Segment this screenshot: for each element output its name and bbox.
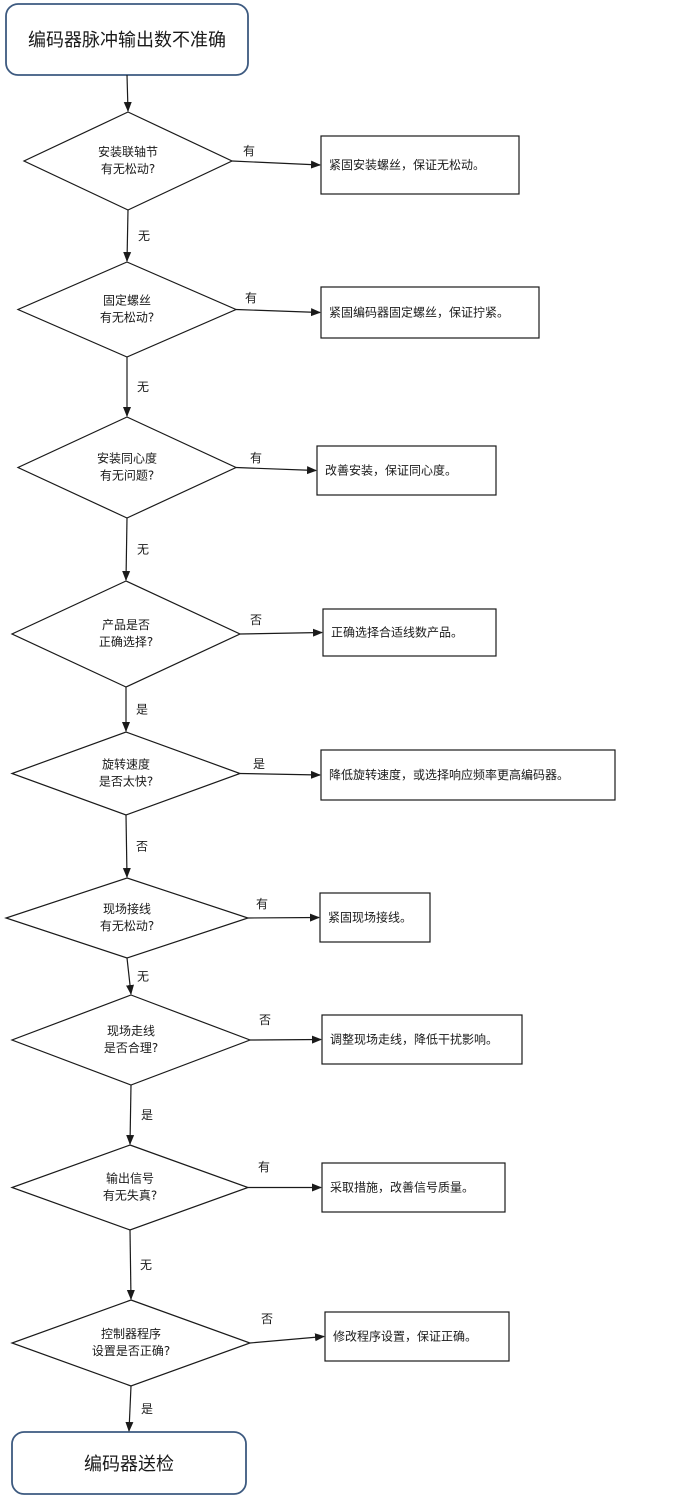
decision-text: 有无松动? xyxy=(100,919,154,933)
action-text: 调整现场走线，降低干扰影响。 xyxy=(330,1032,498,1047)
start-label: 编码器脉冲输出数不准确 xyxy=(28,30,226,51)
action-text: 采取措施，改善信号质量。 xyxy=(330,1180,474,1195)
action-text: 降低旋转速度，或选择响应频率更高编码器。 xyxy=(329,767,569,782)
decision-text: 有无失真? xyxy=(103,1188,157,1203)
decision-steps: 无安装联轴节有无松动?有紧固安装螺丝，保证无松动。无固定螺丝有无松动?有紧固编码… xyxy=(4,74,616,1432)
decision-diamond xyxy=(4,877,250,959)
decision-text: 设置是否正确? xyxy=(92,1344,170,1358)
connector-line xyxy=(122,814,131,878)
decision-diamond xyxy=(16,416,238,519)
action-box xyxy=(319,892,431,943)
decision-text: 现场走线 xyxy=(107,1024,155,1038)
branch-arrow xyxy=(235,466,317,475)
side-branch-label: 否 xyxy=(250,613,262,627)
decision-diamond xyxy=(10,1144,250,1231)
side-branch-label: 有 xyxy=(250,451,262,465)
down-branch-label: 无 xyxy=(140,1258,152,1272)
decision-diamond xyxy=(10,994,252,1086)
decision-text: 是否合理? xyxy=(104,1040,158,1055)
decision-diamond xyxy=(10,580,242,688)
decision-text: 旋转速度 xyxy=(102,757,150,772)
action-box xyxy=(322,608,497,657)
branch-arrow xyxy=(239,628,323,637)
action-box xyxy=(321,1014,523,1065)
connector-line xyxy=(126,957,134,995)
action-text: 正确选择合适线数产品。 xyxy=(331,625,463,640)
decision-text: 控制器程序 xyxy=(101,1326,161,1341)
decision-diamond xyxy=(10,731,242,816)
branch-arrow xyxy=(247,913,320,922)
down-branch-label: 无 xyxy=(138,229,150,243)
down-branch-label: 是 xyxy=(141,1108,153,1122)
down-branch-label: 无 xyxy=(137,970,149,984)
side-branch-label: 否 xyxy=(261,1312,273,1326)
action-box xyxy=(320,286,540,339)
side-branch-label: 否 xyxy=(259,1013,271,1027)
down-branch-label: 是 xyxy=(141,1402,153,1416)
decision-text: 有无松动? xyxy=(101,162,155,176)
action-box xyxy=(320,749,616,801)
decision-text: 输出信号 xyxy=(106,1171,154,1186)
connector-line xyxy=(125,1385,134,1432)
action-text: 修改程序设置，保证正确。 xyxy=(333,1329,477,1344)
connector-line xyxy=(126,1229,135,1300)
decision-text: 安装联轴节 xyxy=(98,144,158,159)
branch-arrow xyxy=(249,1035,322,1044)
side-branch-label: 有 xyxy=(243,144,255,158)
branch-arrow xyxy=(231,160,321,169)
down-branch-label: 否 xyxy=(136,840,148,854)
end-label: 编码器送检 xyxy=(84,1454,174,1475)
action-box xyxy=(321,1162,506,1213)
decision-text: 固定螺丝 xyxy=(103,293,151,308)
branch-arrow xyxy=(235,308,321,317)
down-branch-label: 无 xyxy=(137,380,149,394)
action-box xyxy=(316,445,497,496)
decision-text: 有无问题? xyxy=(100,469,154,483)
decision-text: 是否太快? xyxy=(99,774,153,789)
connector-line xyxy=(123,209,132,262)
side-branch-label: 有 xyxy=(245,291,257,305)
side-branch-label: 是 xyxy=(253,757,265,771)
decision-text: 现场接线 xyxy=(103,901,151,916)
decision-text: 正确选择? xyxy=(99,635,153,649)
branch-arrow xyxy=(239,770,321,779)
decision-diamond xyxy=(22,111,234,211)
action-text: 紧固现场接线。 xyxy=(328,910,412,925)
decision-text: 有无松动? xyxy=(100,311,154,325)
down-branch-label: 是 xyxy=(136,703,148,717)
action-text: 改善安装，保证同心度。 xyxy=(325,463,457,478)
decision-diamond xyxy=(10,1299,252,1387)
side-branch-label: 有 xyxy=(258,1160,270,1174)
connector-line xyxy=(122,517,131,581)
branch-arrow xyxy=(249,1333,325,1344)
connector-line xyxy=(123,74,132,112)
decision-text: 安装同心度 xyxy=(97,451,157,466)
down-branch-label: 无 xyxy=(137,543,149,557)
action-box xyxy=(320,135,520,195)
end-terminal xyxy=(11,1431,247,1495)
connector-line xyxy=(126,1084,135,1145)
action-box xyxy=(324,1311,510,1362)
decision-diamond xyxy=(16,261,238,358)
action-text: 紧固安装螺丝，保证无松动。 xyxy=(329,157,485,172)
action-text: 紧固编码器固定螺丝，保证拧紧。 xyxy=(329,305,509,320)
decision-text: 产品是否 xyxy=(102,618,150,632)
side-branch-label: 有 xyxy=(256,897,268,911)
